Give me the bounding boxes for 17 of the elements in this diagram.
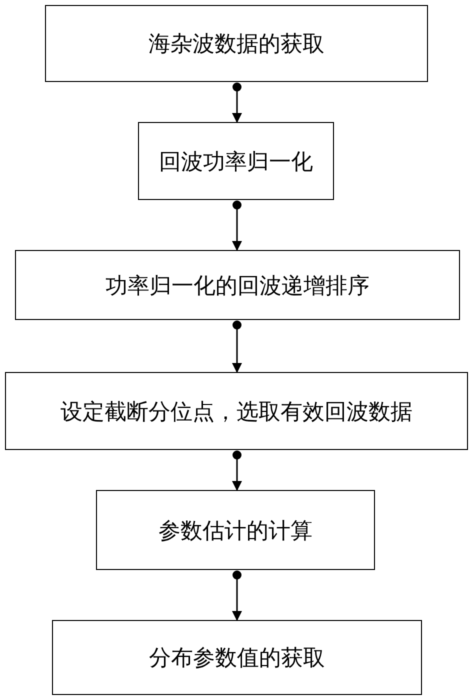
step-text: 回波功率归一化	[159, 148, 313, 176]
step-text: 参数估计的计算	[158, 516, 312, 544]
arrow	[232, 82, 242, 123]
step-text: 功率归一化的回波递增排序	[106, 272, 370, 300]
step-text: 分布参数值的获取	[149, 644, 325, 672]
process-box	[138, 122, 334, 200]
arrow	[232, 450, 242, 491]
process-box	[5, 372, 468, 450]
process-box	[15, 250, 460, 320]
step-text: 海杂波数据的获取	[148, 30, 324, 58]
process-box	[52, 620, 422, 695]
step-text: 设定截断分位点，选取有效回波数据	[60, 398, 412, 426]
process-box	[45, 5, 428, 82]
arrow	[232, 200, 242, 251]
arrow	[232, 570, 242, 621]
arrow	[232, 320, 242, 373]
process-box	[96, 490, 375, 570]
